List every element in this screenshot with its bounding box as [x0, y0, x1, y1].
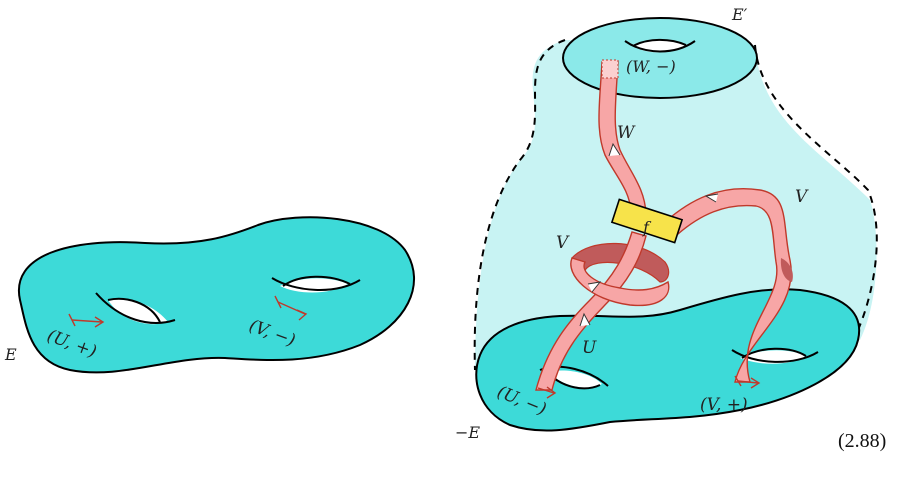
- left-surface-hole-2: [271, 275, 361, 293]
- marker-arrow-v-plus: [734, 375, 761, 389]
- surface-label-e: E: [4, 345, 17, 364]
- marker-label-v-plus: (V, +): [700, 395, 748, 415]
- coupon-label: f: [642, 218, 652, 237]
- ribbon-label-v-right: V: [795, 187, 809, 207]
- ribbon-w-top-end: [601, 59, 619, 79]
- coupon-box: f: [610, 198, 684, 244]
- arrow-v-loop: [587, 281, 602, 293]
- marker-arrow-u-plus: [68, 313, 105, 328]
- bottom-surface-label: −E: [455, 423, 480, 442]
- top-surface: E′ (W, −): [562, 5, 758, 99]
- ribbon-label-u: U: [582, 338, 597, 358]
- left-surface-hole-1: [95, 292, 176, 325]
- arrow-v-right: [704, 193, 719, 203]
- arrow-w: [608, 142, 621, 157]
- left-surface: (U, +) (V, −) E: [4, 216, 415, 374]
- left-surface-body: [17, 216, 415, 374]
- top-marker-label: (W, −): [626, 57, 676, 76]
- marker-arrow-u-minus: [537, 386, 557, 399]
- arrow-u: [579, 312, 591, 327]
- ribbon-v-loop-front: [570, 257, 670, 307]
- equation-number: (2.88): [838, 430, 886, 452]
- ribbon-label-v-left: V: [556, 233, 570, 253]
- marker-arrow-v-minus: [274, 295, 308, 321]
- right-cobordism: E′ (W, −) −E f: [455, 5, 878, 442]
- cobordism-boundary-left: [473, 39, 566, 371]
- ribbon-v-right-twist: [780, 258, 793, 282]
- ribbon-label-w: W: [617, 123, 636, 143]
- top-surface-label: E′: [731, 5, 748, 24]
- ribbon-u: [535, 231, 647, 391]
- cobordism-boundary-right: [754, 44, 878, 331]
